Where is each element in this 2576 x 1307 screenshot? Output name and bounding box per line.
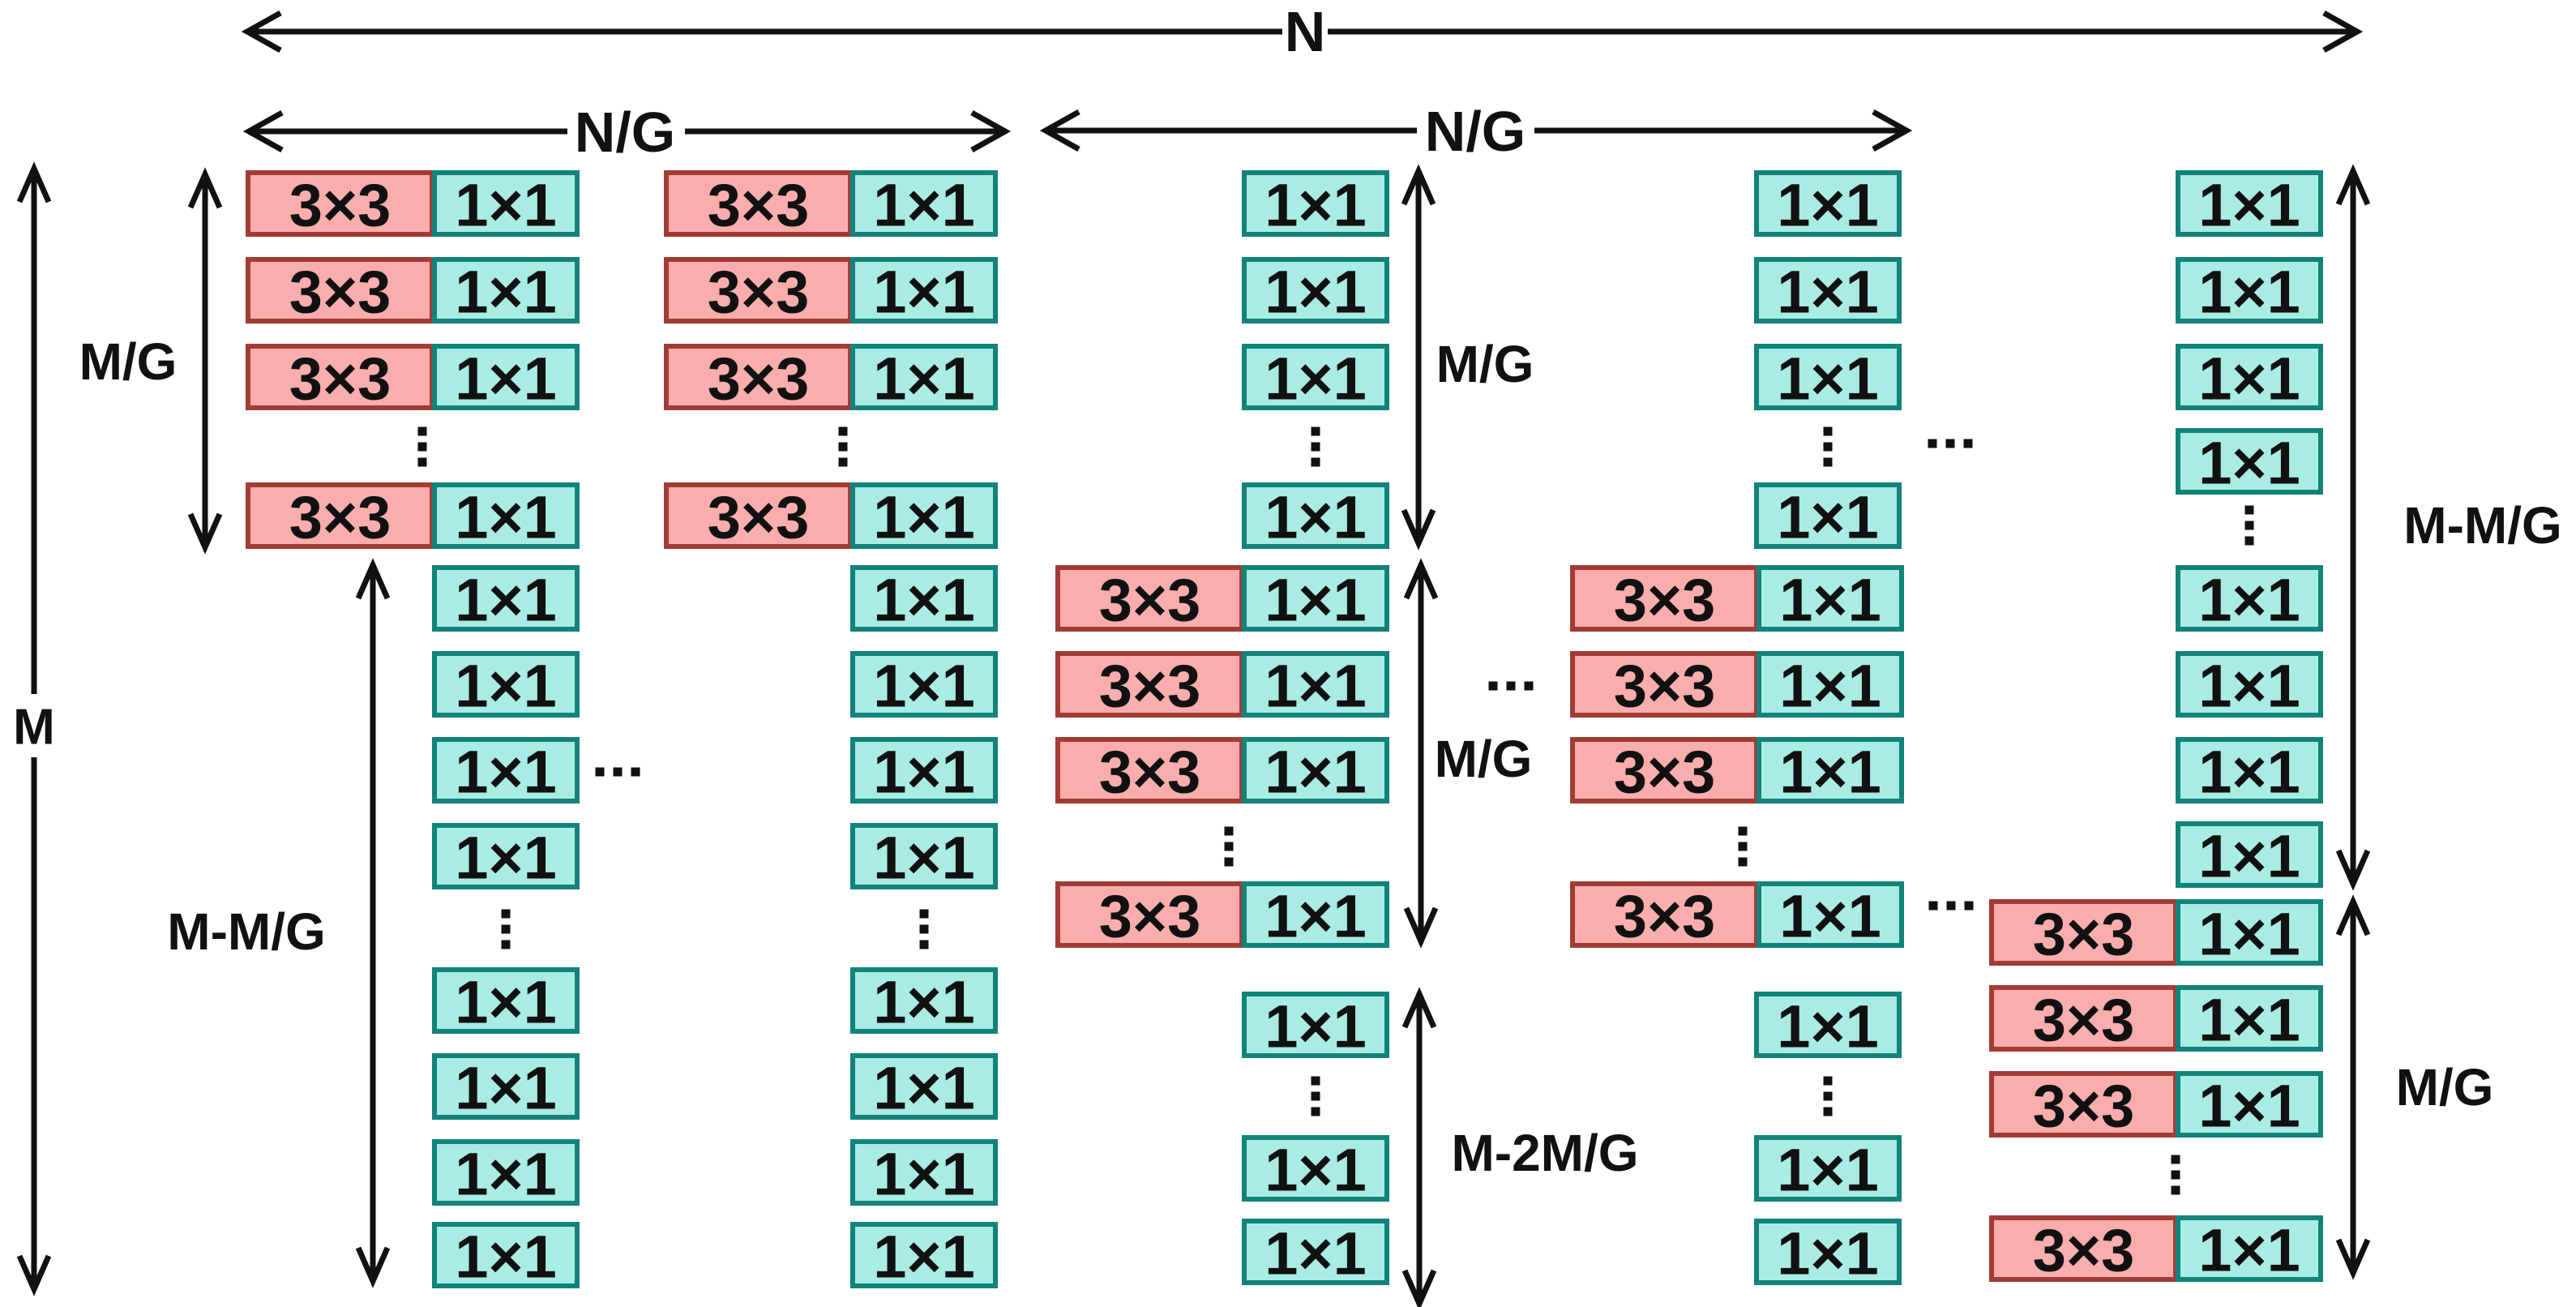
svg-text:1×1: 1×1	[455, 567, 557, 634]
svg-text:3×3: 3×3	[708, 345, 810, 413]
svg-text:1×1: 1×1	[2198, 987, 2300, 1054]
svg-text:M: M	[13, 700, 55, 756]
svg-text:1×1: 1×1	[1264, 259, 1367, 326]
svg-text:1×1: 1×1	[873, 1055, 975, 1122]
svg-text:3×3: 3×3	[1099, 739, 1201, 806]
svg-text:1×1: 1×1	[1777, 993, 1879, 1061]
svg-text:1×1: 1×1	[1779, 739, 1881, 806]
svg-text:1×1: 1×1	[1264, 1220, 1367, 1288]
svg-text:1×1: 1×1	[1777, 1220, 1879, 1288]
svg-text:M-M/G: M-M/G	[2403, 496, 2562, 555]
svg-text:3×3: 3×3	[708, 484, 810, 551]
svg-text:M/G: M/G	[2396, 1058, 2494, 1116]
svg-text:3×3: 3×3	[289, 172, 392, 239]
svg-text:1×1: 1×1	[1777, 172, 1879, 239]
svg-text:1×1: 1×1	[1264, 653, 1367, 720]
svg-text:1×1: 1×1	[1264, 484, 1367, 551]
svg-text:1×1: 1×1	[1779, 653, 1881, 720]
svg-text:M/G: M/G	[1435, 730, 1533, 788]
svg-text:3×3: 3×3	[1614, 567, 1716, 634]
svg-text:1×1: 1×1	[2198, 901, 2300, 968]
svg-text:1×1: 1×1	[455, 484, 557, 551]
svg-text:1×1: 1×1	[2198, 430, 2300, 497]
svg-text:1×1: 1×1	[2198, 1073, 2300, 1140]
svg-text:1×1: 1×1	[455, 969, 557, 1036]
svg-text:1×1: 1×1	[455, 653, 557, 720]
svg-text:1×1: 1×1	[873, 172, 975, 239]
svg-text:M-2M/G: M-2M/G	[1451, 1124, 1638, 1182]
svg-text:1×1: 1×1	[2198, 739, 2300, 806]
svg-text:1×1: 1×1	[873, 345, 975, 413]
svg-text:1×1: 1×1	[455, 259, 557, 326]
svg-text:1×1: 1×1	[455, 739, 557, 806]
svg-text:3×3: 3×3	[2033, 1073, 2135, 1140]
svg-text:3×3: 3×3	[1614, 739, 1716, 806]
svg-text:1×1: 1×1	[455, 172, 557, 239]
svg-text:1×1: 1×1	[873, 484, 975, 551]
svg-text:3×3: 3×3	[1099, 883, 1201, 950]
svg-text:1×1: 1×1	[873, 1223, 975, 1291]
svg-text:3×3: 3×3	[2033, 1217, 2135, 1284]
svg-text:1×1: 1×1	[1264, 172, 1367, 239]
svg-text:M/G: M/G	[1436, 335, 1534, 393]
svg-text:1×1: 1×1	[2198, 823, 2300, 890]
svg-text:M-M/G: M-M/G	[167, 902, 326, 961]
svg-text:1×1: 1×1	[1264, 345, 1367, 413]
svg-text:1×1: 1×1	[1777, 345, 1879, 413]
svg-text:3×3: 3×3	[1099, 653, 1201, 720]
svg-text:N/G: N/G	[575, 101, 675, 164]
svg-text:1×1: 1×1	[455, 345, 557, 413]
svg-text:1×1: 1×1	[2198, 1217, 2300, 1284]
svg-text:3×3: 3×3	[289, 259, 392, 326]
svg-text:1×1: 1×1	[455, 1141, 557, 1208]
svg-text:1×1: 1×1	[1264, 1137, 1367, 1204]
svg-text:N/G: N/G	[1425, 100, 1525, 163]
svg-text:1×1: 1×1	[455, 1223, 557, 1291]
svg-text:1×1: 1×1	[873, 1141, 975, 1208]
svg-text:1×1: 1×1	[1777, 1137, 1879, 1204]
svg-text:3×3: 3×3	[708, 172, 810, 239]
svg-text:3×3: 3×3	[289, 345, 392, 413]
svg-text:1×1: 1×1	[2198, 172, 2300, 239]
svg-text:N: N	[1285, 0, 1326, 63]
svg-text:1×1: 1×1	[2198, 653, 2300, 720]
svg-text:1×1: 1×1	[2198, 345, 2300, 413]
svg-text:1×1: 1×1	[873, 825, 975, 892]
svg-text:1×1: 1×1	[1264, 883, 1367, 950]
svg-text:1×1: 1×1	[1264, 567, 1367, 634]
svg-text:1×1: 1×1	[1779, 883, 1881, 950]
svg-text:3×3: 3×3	[1099, 567, 1201, 634]
svg-text:1×1: 1×1	[1264, 993, 1367, 1061]
svg-text:1×1: 1×1	[873, 739, 975, 806]
svg-text:1×1: 1×1	[1779, 567, 1881, 634]
svg-text:3×3: 3×3	[289, 484, 392, 551]
svg-text:3×3: 3×3	[708, 259, 810, 326]
svg-text:3×3: 3×3	[2033, 901, 2135, 968]
svg-text:1×1: 1×1	[873, 567, 975, 634]
svg-text:1×1: 1×1	[873, 259, 975, 326]
svg-text:1×1: 1×1	[1777, 259, 1879, 326]
svg-text:3×3: 3×3	[2033, 987, 2135, 1054]
svg-text:1×1: 1×1	[1777, 484, 1879, 551]
svg-text:3×3: 3×3	[1614, 653, 1716, 720]
svg-text:1×1: 1×1	[1264, 739, 1367, 806]
svg-text:1×1: 1×1	[455, 825, 557, 892]
svg-text:1×1: 1×1	[873, 653, 975, 720]
svg-text:1×1: 1×1	[455, 1055, 557, 1122]
svg-text:1×1: 1×1	[2198, 259, 2300, 326]
svg-text:1×1: 1×1	[2198, 567, 2300, 634]
svg-text:1×1: 1×1	[873, 969, 975, 1036]
svg-text:3×3: 3×3	[1614, 883, 1716, 950]
svg-text:M/G: M/G	[79, 332, 178, 391]
